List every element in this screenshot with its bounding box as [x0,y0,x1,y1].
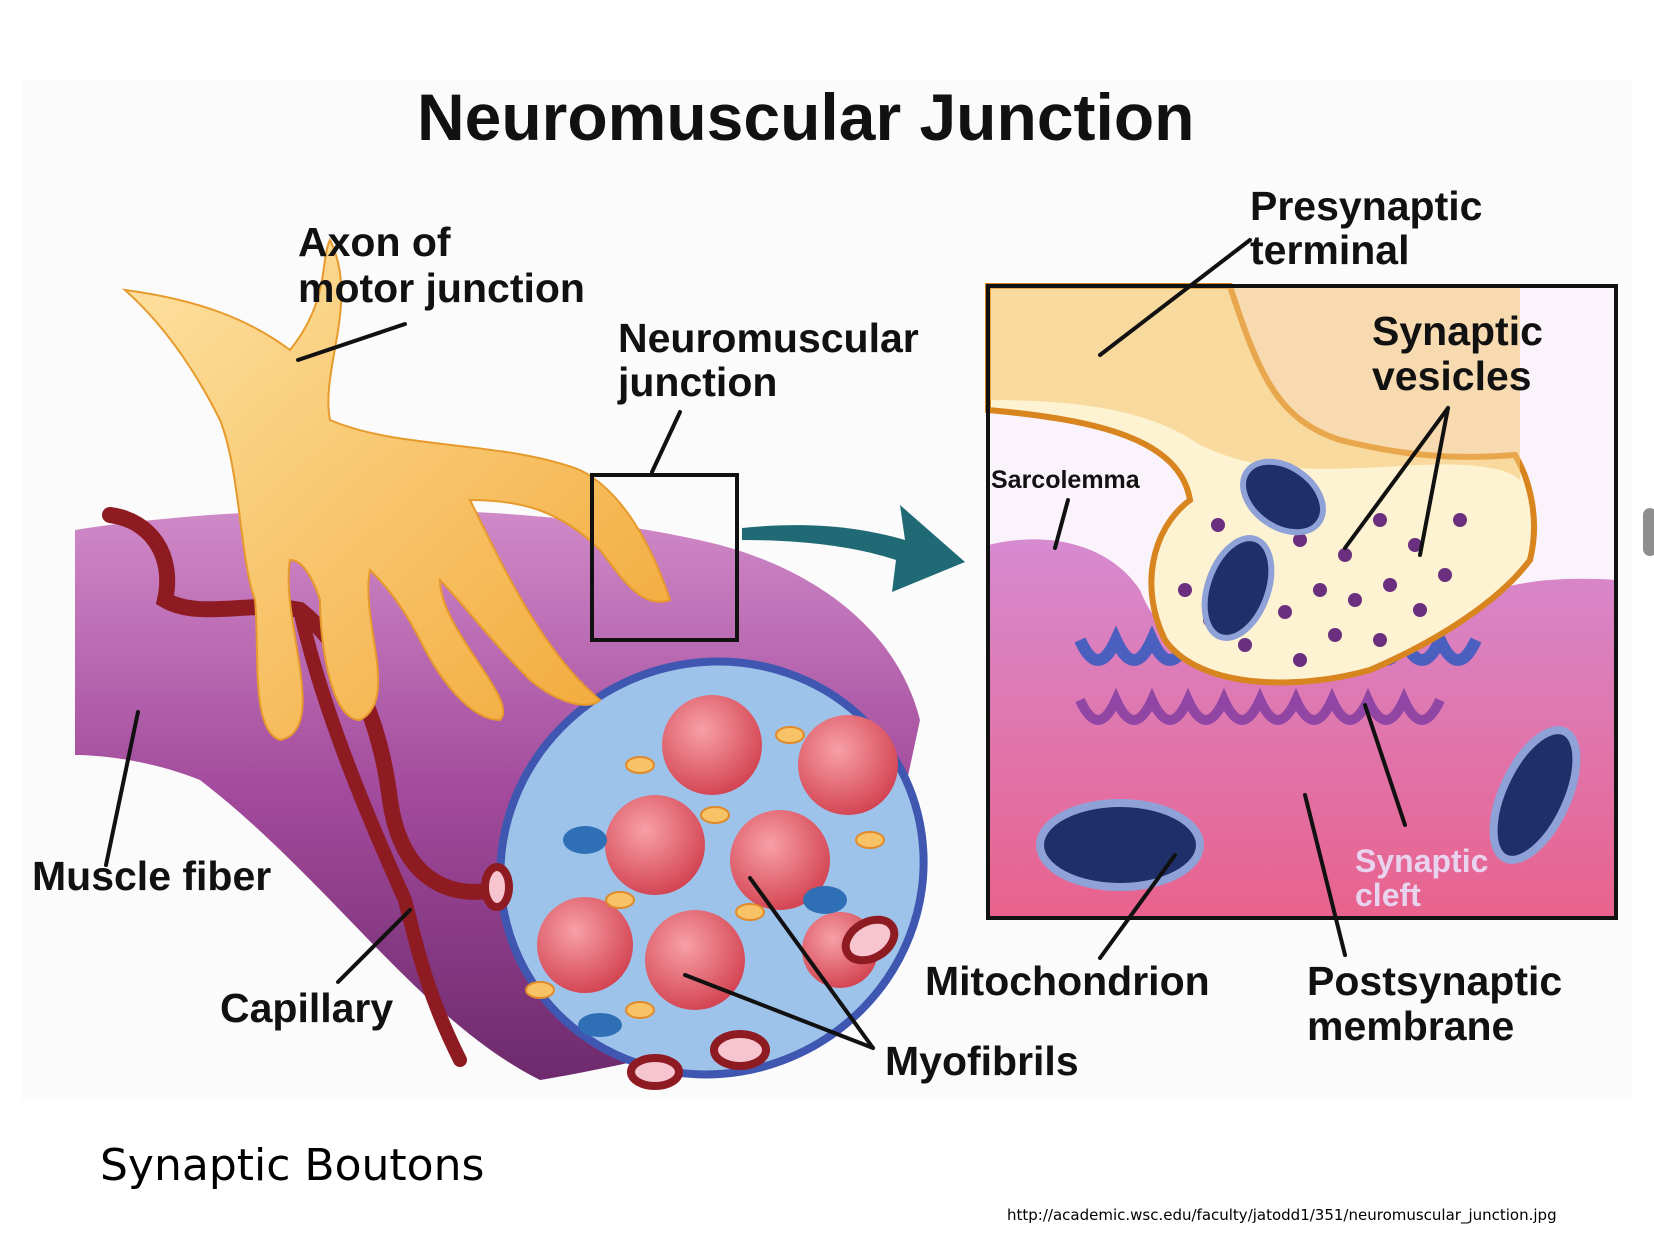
label-vesicles-line1: Synaptic [1372,308,1543,354]
pointer-lines [104,238,1450,1050]
label-vesicles-line2: vesicles [1372,353,1532,399]
myofibrils [537,695,898,1010]
synaptic-vesicles [1178,513,1467,667]
source-url: http://academic.wsc.edu/faculty/jatodd1/… [1007,1206,1557,1224]
inset-frame [986,284,1618,920]
diagram-title: Neuromuscular Junction [417,80,1194,154]
nmj-zoom-box [590,473,739,642]
synapse-inset [985,283,1618,920]
postsynaptic-membrane-folds [1075,687,1445,725]
label-myofibrils: Myofibrils [885,1038,1079,1084]
label-postsynaptic-line1: Postsynaptic [1307,958,1562,1004]
mitochondrion [1036,799,1204,891]
label-cleft-line2: cleft [1355,877,1421,913]
capillary-branch [293,603,467,1067]
label-axon-line1: Axon of [298,219,451,265]
label-mitochondrion: Mitochondrion [925,958,1210,1004]
axon-shading [988,286,1520,480]
cross-section-mitochondria [525,726,885,1019]
label-cleft-line1: Synaptic [1355,843,1488,879]
capillary-cross-sections [481,863,899,1090]
capillary-vessel [102,507,503,900]
slide-caption: Synaptic Boutons [100,1140,485,1191]
label-capillary: Capillary [220,985,393,1031]
label-nmj-line1: Neuromuscular [618,315,919,361]
label-nmj-line2: junction [617,359,777,405]
label-sarcolemma: Sarcolemma [991,466,1141,494]
label-presynaptic-line1: Presynaptic [1250,183,1482,229]
label-presynaptic-line2: terminal [1250,227,1410,273]
label-axon-line2: motor junction [298,265,585,311]
inset-mitochondria [1036,458,1581,891]
label-postsynaptic-line2: membrane [1307,1003,1514,1049]
muscle-fiber-illustration [75,237,965,1090]
motor-axon [121,237,672,742]
zoom-arrow [742,505,965,592]
label-muscle-fiber: Muscle fiber [32,853,271,899]
scrollbar-thumb[interactable] [1643,508,1654,556]
